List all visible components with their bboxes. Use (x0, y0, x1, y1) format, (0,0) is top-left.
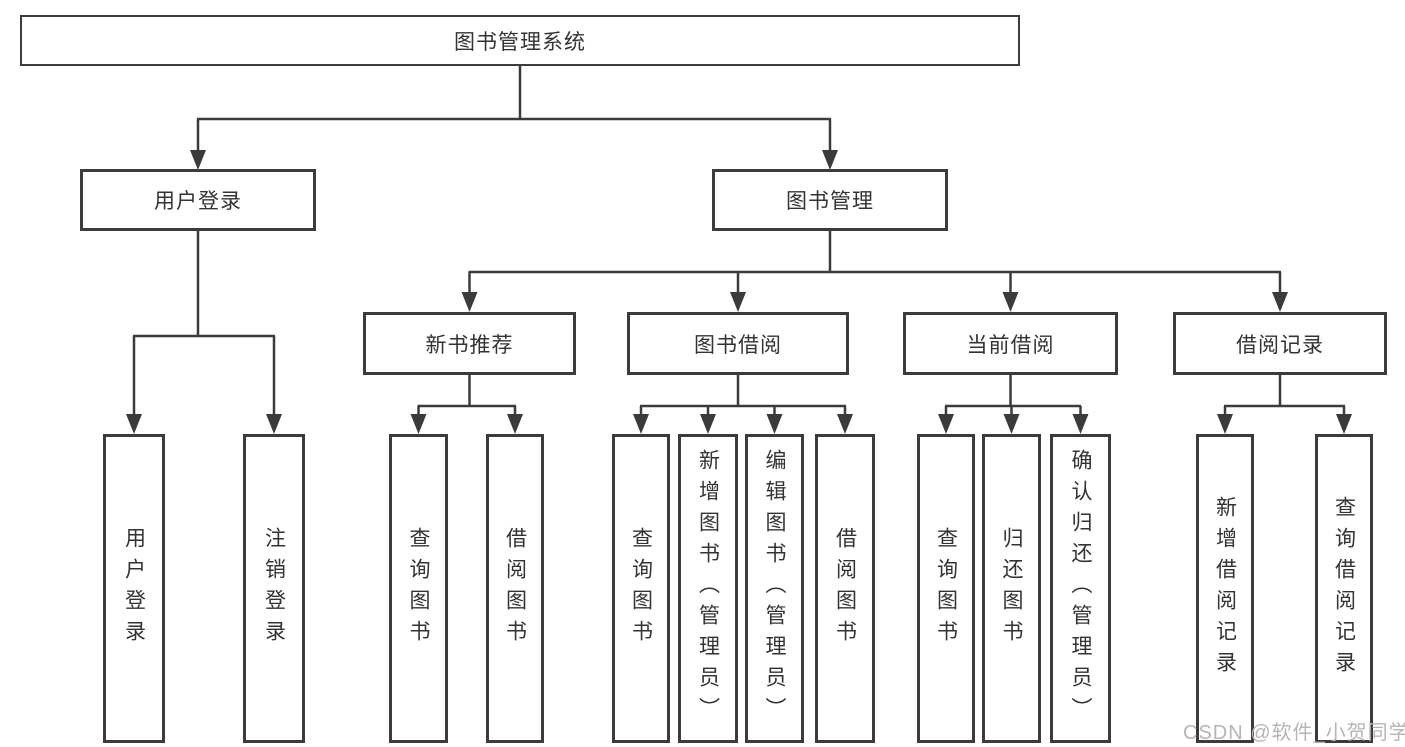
node-borrowing-records: 借阅记录 (1173, 312, 1387, 375)
leaf-confirm-return-admin: 确认归还（管理员） (1050, 434, 1111, 743)
csdn-watermark: CSDN @软件_小贺同学 (1183, 722, 1405, 744)
node-current-borrowing: 当前借阅 (903, 312, 1118, 375)
leaf-return-books: 归还图书 (982, 434, 1041, 743)
leaf-add-borrow-record: 新增借阅记录 (1196, 434, 1254, 743)
leaf-borrow-books-2: 借阅图书 (815, 434, 875, 743)
leaf-user-login: 用户登录 (103, 434, 165, 743)
node-library-management-system: 图书管理系统 (20, 15, 1020, 66)
node-book-management-branch: 图书管理 (712, 169, 948, 231)
leaf-edit-books-admin: 编辑图书（管理员） (745, 434, 804, 743)
leaf-query-books-1: 查询图书 (389, 434, 448, 743)
leaf-logout: 注销登录 (243, 434, 305, 743)
node-user-login-branch: 用户登录 (80, 169, 316, 231)
node-book-borrowing: 图书借阅 (627, 312, 849, 375)
leaf-query-books-3: 查询图书 (917, 434, 975, 743)
node-new-book-recommendation: 新书推荐 (363, 312, 576, 375)
leaf-add-books-admin: 新增图书（管理员） (678, 434, 738, 743)
leaf-query-borrow-record: 查询借阅记录 (1315, 434, 1373, 743)
leaf-borrow-books-1: 借阅图书 (486, 434, 544, 743)
leaf-query-books-2: 查询图书 (612, 434, 670, 743)
